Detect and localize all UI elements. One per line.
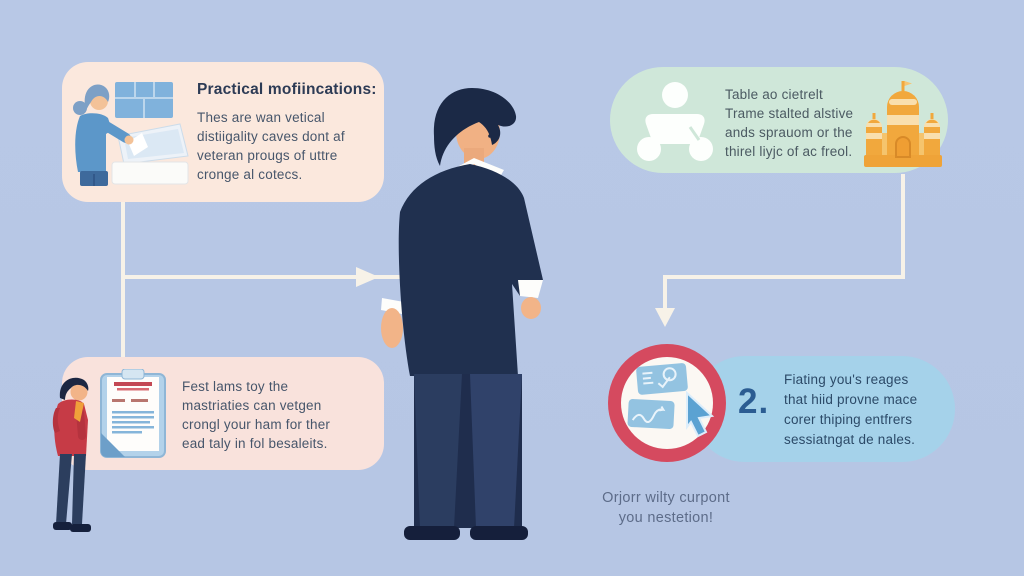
person-in-red-hoodie: [52, 377, 91, 532]
card-top-left-line: cronge al cotecs.: [197, 167, 303, 182]
card-bottom-right-line: sessiatngat de nales.: [784, 432, 916, 447]
caption-line: Orjorr wilty curpont: [602, 490, 730, 506]
card-bottom-right: 2. Fiating you's reages that hiid provne…: [692, 356, 955, 462]
caption-text: Orjorr wilty curpont you nestetion!: [570, 488, 762, 528]
card-bottom-right-text: Fiating you's reages that hiid provne ma…: [784, 370, 952, 450]
card-top-right-line: Table ao cietrelt: [725, 87, 823, 102]
card-bottom-right-line: Fiating you's reages: [784, 372, 909, 387]
card-top-right-text: Table ao cietrelt Trame stalted alstive …: [725, 85, 865, 161]
card-bottom-left-text: Fest lams toy the mastriaties can vetgen…: [182, 377, 378, 453]
card-top-left-heading: Practical mofiincations:: [197, 81, 377, 98]
card-top-right: Table ao cietrelt Trame stalted alstive …: [610, 67, 948, 173]
arrow-down-icon: [655, 308, 675, 327]
card-top-left-line: Thes are wan vetical: [197, 110, 325, 125]
caption-line: you nestetion!: [618, 510, 714, 526]
card-top-right-line: ands sprauom or the: [725, 125, 853, 140]
charts-and-cursor-badge-icon: [608, 344, 726, 462]
palace-building-icon: [864, 81, 942, 167]
card-top-left-line: distiigality caves dont af: [197, 129, 345, 144]
clipboard-document-icon: [100, 369, 166, 458]
card-bottom-left-line: mastriaties can vetgen: [182, 398, 322, 413]
step-number: 2.: [738, 382, 770, 421]
card-bottom-right-line: that hiid provne mace: [784, 392, 918, 407]
card-top-right-line: Trame stalted alstive: [725, 106, 854, 121]
person-with-wheels-icon: [637, 82, 713, 161]
card-top-left-line: veteran prougs of uttre: [197, 148, 338, 163]
card-top-left-text: Practical mofiincations: Thes are wan ve…: [197, 80, 379, 184]
card-bottom-left-line: ead taly in fol besaleits.: [182, 436, 328, 451]
cursor-arrow-icon: [686, 390, 715, 438]
card-bottom-left-line: Fest lams toy the: [182, 379, 289, 394]
card-top-right-line: thirel liyjc of ac freol.: [725, 144, 853, 159]
card-top-left: Practical mofiincations: Thes are wan ve…: [62, 62, 384, 202]
businessman-back-view: [381, 88, 543, 540]
woman-at-scanner-illustration: [73, 82, 189, 186]
card-bottom-right-line: corer thiping entfrers: [784, 412, 913, 427]
arrow-right-icon: [356, 267, 379, 287]
card-bottom-left-line: crongl your ham for ther: [182, 417, 331, 432]
card-bottom-left: Fest lams toy the mastriaties can vetgen…: [62, 357, 384, 470]
